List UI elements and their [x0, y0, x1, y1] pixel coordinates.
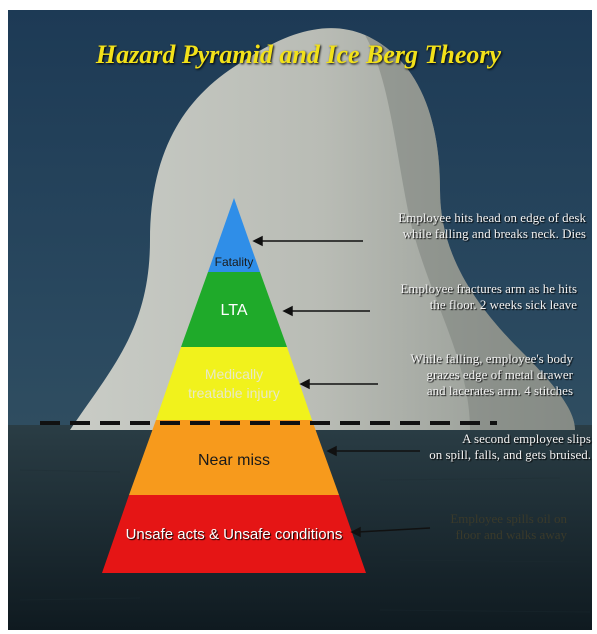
- arrow-unsafe: [357, 527, 431, 533]
- note-line: Employee hits head on edge of desk: [398, 210, 586, 225]
- tier-label-fatality: Fatality: [214, 255, 254, 269]
- arrow-fatality-head: [252, 235, 263, 247]
- note-medical: While falling, employee's body grazes ed…: [410, 351, 573, 399]
- arrow-near-miss-head: [326, 445, 337, 457]
- arrow-medical-head: [299, 378, 310, 390]
- note-line: Employee spills oil on: [450, 511, 567, 526]
- note-line: floor and walks away: [455, 527, 567, 542]
- tier-fatality: [208, 198, 260, 272]
- tier-unsafe-acts: [102, 495, 366, 573]
- water-ripples: [19, 469, 591, 613]
- tier-label-lta: LTA: [220, 302, 248, 319]
- note-line: grazes edge of metal drawer: [426, 367, 573, 382]
- note-line: A second employee slips: [462, 431, 591, 446]
- tier-medically-treatable-injury: [156, 347, 312, 420]
- note-line: While falling, employee's body: [410, 351, 573, 366]
- note-line: Employee fractures arm as he hits: [400, 281, 577, 296]
- note-line: while falling and breaks neck. Dies: [402, 226, 586, 241]
- tier-near-miss: [129, 420, 339, 495]
- note-line: the floor. 2 weeks sick leave: [429, 297, 577, 312]
- iceberg-shadow: [365, 35, 575, 430]
- note-line: and lacerates arm. 4 stitches: [426, 383, 573, 398]
- slide-title: Hazard Pyramid and Ice Berg Theory: [95, 40, 502, 69]
- note-unsafe: Employee spills oil on floor and walks a…: [450, 511, 567, 543]
- note-near-miss: A second employee slips on spill, falls,…: [429, 431, 591, 463]
- tier-label-unsafe-acts: Unsafe acts & Unsafe conditions: [125, 526, 343, 543]
- tier-label-medically-treatable: Medically treatable injury: [188, 365, 280, 403]
- tier-label-line: Medically: [204, 366, 264, 382]
- note-fatality: Employee hits head on edge of desk while…: [398, 210, 586, 242]
- tier-label-near-miss: Near miss: [197, 452, 271, 469]
- note-lta: Employee fractures arm as he hits the fl…: [400, 281, 577, 313]
- arrow-lta-head: [282, 305, 293, 317]
- tier-lta: [181, 272, 287, 347]
- note-line: on spill, falls, and gets bruised.: [429, 447, 591, 462]
- tier-label-line: treatable injury: [188, 385, 280, 401]
- arrow-unsafe-head: [350, 526, 361, 538]
